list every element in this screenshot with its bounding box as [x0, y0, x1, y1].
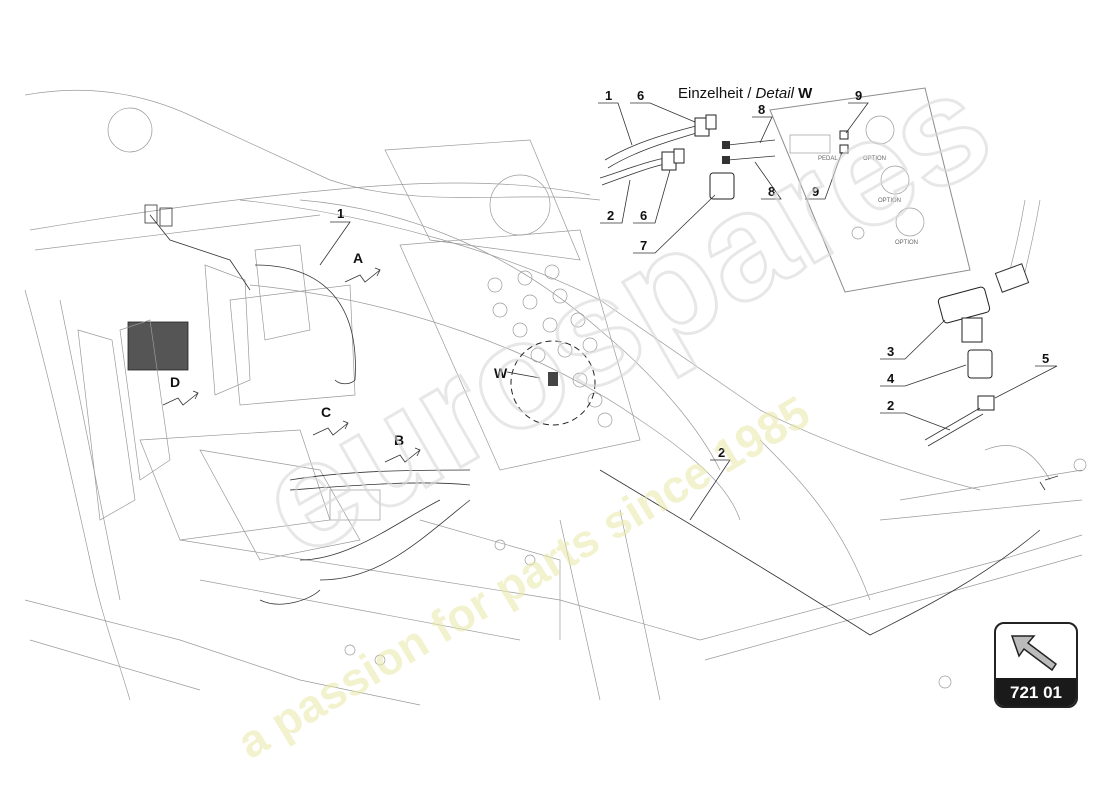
callout-5: 5 — [1042, 351, 1049, 366]
callout-6-detail-bottom: 6 — [640, 208, 647, 223]
detail-w-circle — [510, 340, 596, 426]
diagonal-arrow-icon — [996, 624, 1076, 678]
svg-text:2: 2 — [718, 445, 725, 460]
page-reference-number: 721 01 — [996, 678, 1076, 706]
callout-2-detail: 2 — [607, 208, 614, 223]
pedal-assembly — [77, 264, 381, 561]
bent-arrow-icon — [162, 390, 199, 406]
callout-9-detail-top: 9 — [855, 88, 862, 103]
callout-8-detail-top: 8 — [758, 102, 765, 117]
svg-text:OPTION: OPTION — [895, 240, 918, 246]
bent-arrow-icon — [384, 447, 421, 463]
callout-1-main: 1 — [319, 206, 351, 266]
switch-panel-plate — [769, 87, 971, 293]
svg-text:PEDAL: PEDAL — [818, 156, 838, 162]
callout-6-detail-top: 6 — [637, 88, 644, 103]
view-marker-d: D — [162, 374, 199, 406]
page-reference-badge[interactable]: 721 01 — [994, 622, 1078, 708]
callout-7-detail: 7 — [640, 238, 647, 253]
callout-2-main: 2 — [689, 445, 731, 521]
callout-2-tee: 2 — [887, 398, 894, 413]
watermark: eurospares a passion for parts since 198… — [228, 36, 1018, 768]
callout-9-detail-bottom: 9 — [812, 184, 819, 199]
tee-fitting-inset: 3 4 2 5 — [880, 199, 1059, 491]
callout-1-detail: 1 — [605, 88, 612, 103]
svg-text:A: A — [353, 250, 363, 266]
view-marker-b: B — [384, 432, 421, 463]
bent-arrow-icon — [344, 267, 381, 283]
detail-title: Einzelheit / Detail W — [678, 85, 813, 102]
svg-text:B: B — [394, 432, 404, 448]
view-marker-a: A — [344, 250, 381, 283]
detail-w-inset: Einzelheit / Detail W OPTION OPTION OPTI… — [598, 85, 971, 293]
bent-arrow-icon — [312, 420, 349, 436]
svg-text:C: C — [321, 404, 331, 420]
svg-text:D: D — [170, 374, 180, 390]
callout-8-detail-bottom: 8 — [768, 184, 775, 199]
callout-4: 4 — [887, 371, 895, 386]
callout-3: 3 — [887, 344, 894, 359]
svg-text:OPTION: OPTION — [863, 156, 886, 162]
view-marker-c: C — [312, 404, 349, 436]
svg-text:OPTION: OPTION — [878, 198, 901, 204]
view-marker-w: W — [494, 365, 508, 381]
svg-text:1: 1 — [337, 206, 344, 221]
chassis-drawing — [24, 89, 1087, 706]
control-panel-knobs — [487, 264, 613, 428]
